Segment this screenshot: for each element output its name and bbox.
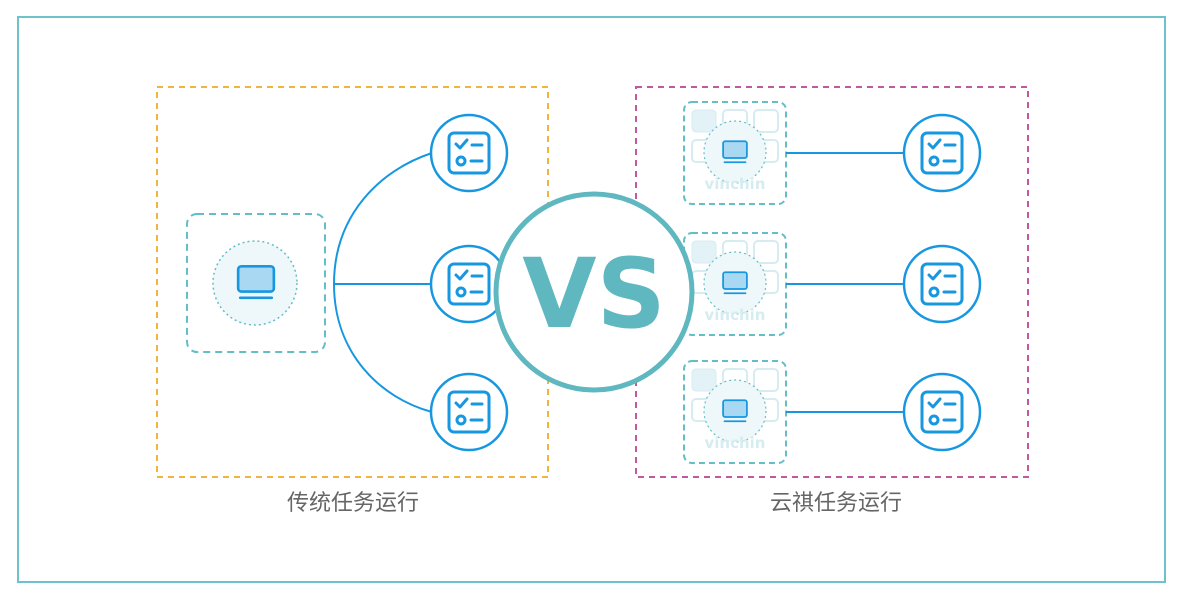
right-host-card-1: vinchin [683,101,787,205]
outer-frame [17,16,1166,583]
vs-label: VS [522,238,665,350]
vs-badge [493,191,695,393]
watermark-text: vinchin [705,175,766,193]
watermark-text: vinchin [705,434,766,452]
checklist-icon [902,244,982,324]
left-panel-caption: 传统任务运行 [286,491,419,516]
checklist-icon [902,372,982,452]
checklist-icon [429,113,509,193]
left-link-bottom [333,283,433,413]
checklist-icon [429,372,509,452]
right-host-card-2: vinchin [683,232,787,336]
watermark-text: vinchin [705,306,766,324]
left-link-top [333,152,433,285]
checklist-icon [902,113,982,193]
right-host-card-3: vinchin [683,360,787,464]
right-panel-caption: 云祺任务运行 [769,491,902,516]
